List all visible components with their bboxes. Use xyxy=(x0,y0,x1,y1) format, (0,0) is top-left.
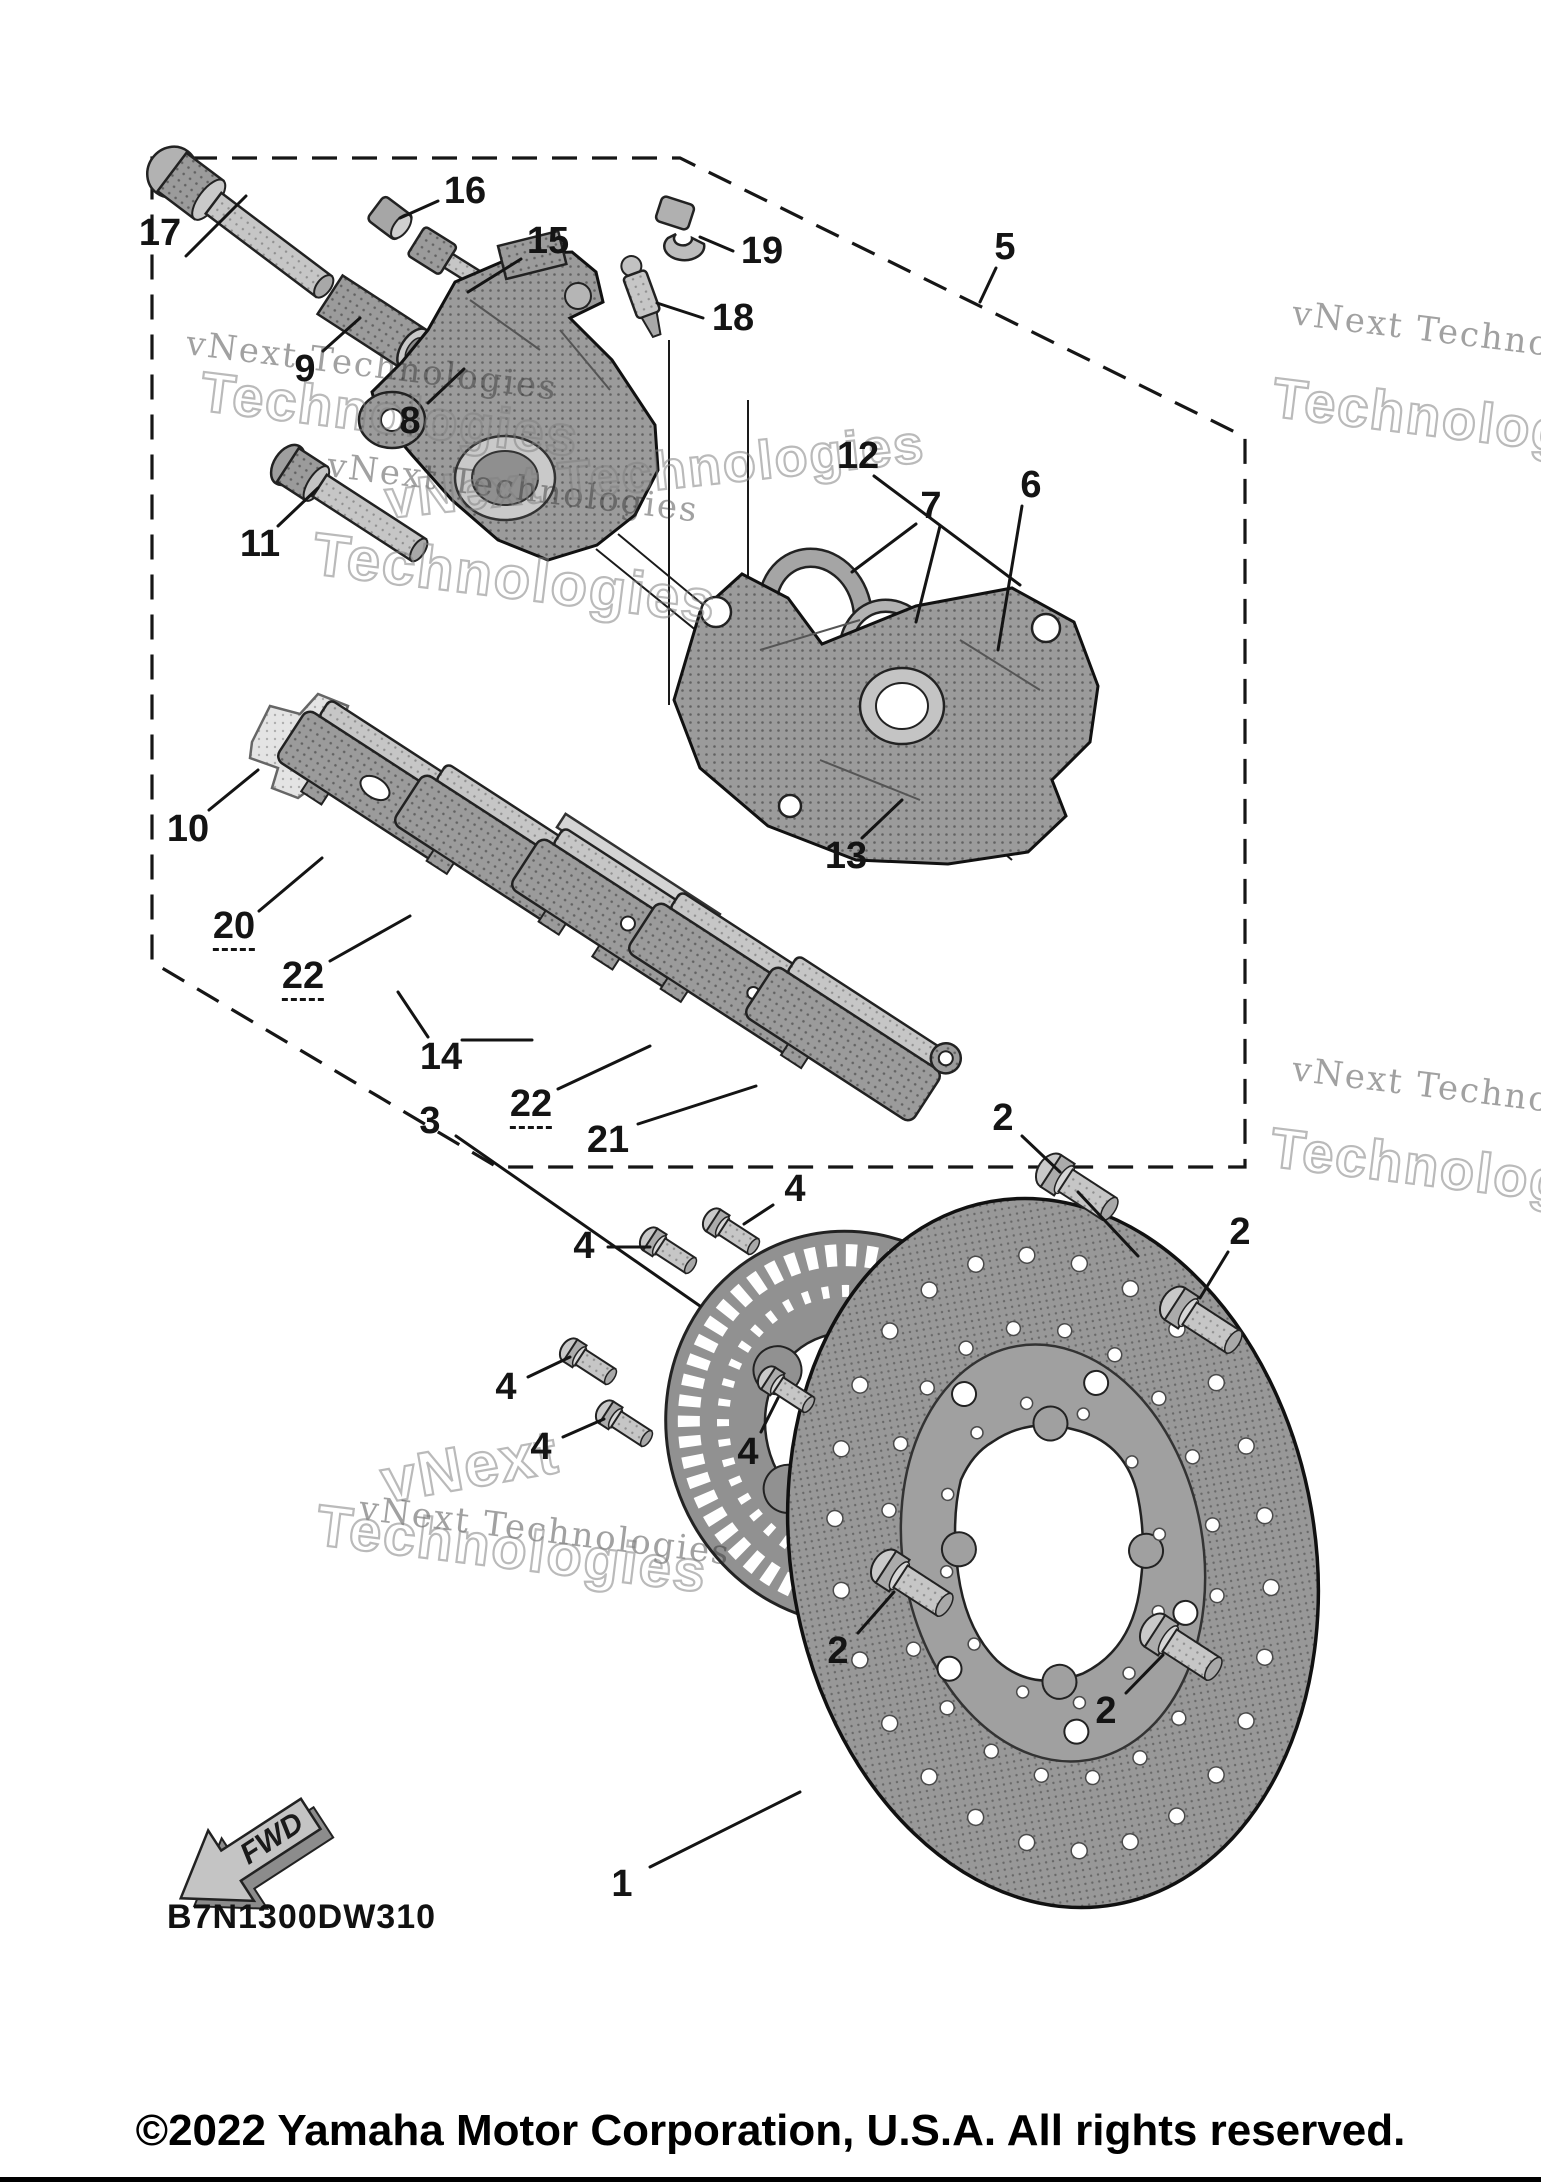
callout-20: 20 xyxy=(212,907,256,951)
callout-6: 6 xyxy=(1020,464,1042,506)
fastener xyxy=(869,1548,954,1618)
callout-17: 17 xyxy=(138,212,182,254)
fastener xyxy=(638,1226,698,1275)
callout-8: 8 xyxy=(399,400,421,442)
fastener xyxy=(756,1365,816,1414)
part-12-bracket xyxy=(672,572,1100,866)
callout-1: 1 xyxy=(611,1863,633,1905)
fastener xyxy=(1158,1285,1243,1355)
callout-14: 14 xyxy=(419,1036,463,1078)
fastener xyxy=(1138,1612,1223,1682)
callout-7: 7 xyxy=(920,485,942,527)
part-11-bolt xyxy=(269,443,429,563)
callout-15: 15 xyxy=(526,220,570,262)
part-2-disc-bolts xyxy=(869,1152,1243,1682)
callout-4: 4 xyxy=(530,1426,552,1468)
callout-13: 13 xyxy=(824,835,868,877)
callout-10: 10 xyxy=(166,808,210,850)
callout-4: 4 xyxy=(784,1168,806,1210)
bottom-border xyxy=(0,2177,1541,2182)
part-21-brake-pad xyxy=(744,956,963,1122)
callout-22: 22 xyxy=(509,1085,553,1129)
copyright-text: ©2022 Yamaha Motor Corporation, U.S.A. A… xyxy=(135,2106,1406,2155)
part-1-brake-disc xyxy=(785,1196,1321,1910)
part-4-rotor-screws xyxy=(558,1207,816,1448)
dashed-group-border xyxy=(150,156,1247,1169)
callout-2: 2 xyxy=(992,1097,1014,1139)
callout-2: 2 xyxy=(827,1630,849,1672)
callout-22: 22 xyxy=(281,957,325,1001)
part-17-bolt xyxy=(146,145,335,299)
fastener xyxy=(558,1337,618,1386)
callout-4: 4 xyxy=(573,1225,595,1267)
callout-11: 11 xyxy=(239,523,281,565)
part-18-bleeder-screw xyxy=(620,255,662,339)
part-19-clip xyxy=(654,195,706,262)
callout-9: 9 xyxy=(294,348,316,390)
callout-2: 2 xyxy=(1229,1211,1251,1253)
fwd-arrow: FWD xyxy=(178,1797,335,1910)
fastener xyxy=(594,1399,654,1448)
part-16-cap xyxy=(367,195,413,241)
callout-21: 21 xyxy=(586,1119,630,1161)
callout-12: 12 xyxy=(836,435,880,477)
fastener xyxy=(1034,1152,1119,1222)
callout-3: 3 xyxy=(419,1100,441,1142)
fastener xyxy=(701,1207,761,1256)
callout-19: 19 xyxy=(740,230,784,272)
part-caliper-body xyxy=(357,229,660,562)
callout-4: 4 xyxy=(495,1366,517,1408)
callout-2: 2 xyxy=(1095,1690,1117,1732)
leader-lines xyxy=(184,194,1230,1869)
callout-16: 16 xyxy=(443,170,487,212)
callout-5: 5 xyxy=(994,226,1016,268)
callout-18: 18 xyxy=(711,297,755,339)
part-code: B7N1300DW310 xyxy=(167,1898,437,1936)
callout-4: 4 xyxy=(737,1431,759,1473)
